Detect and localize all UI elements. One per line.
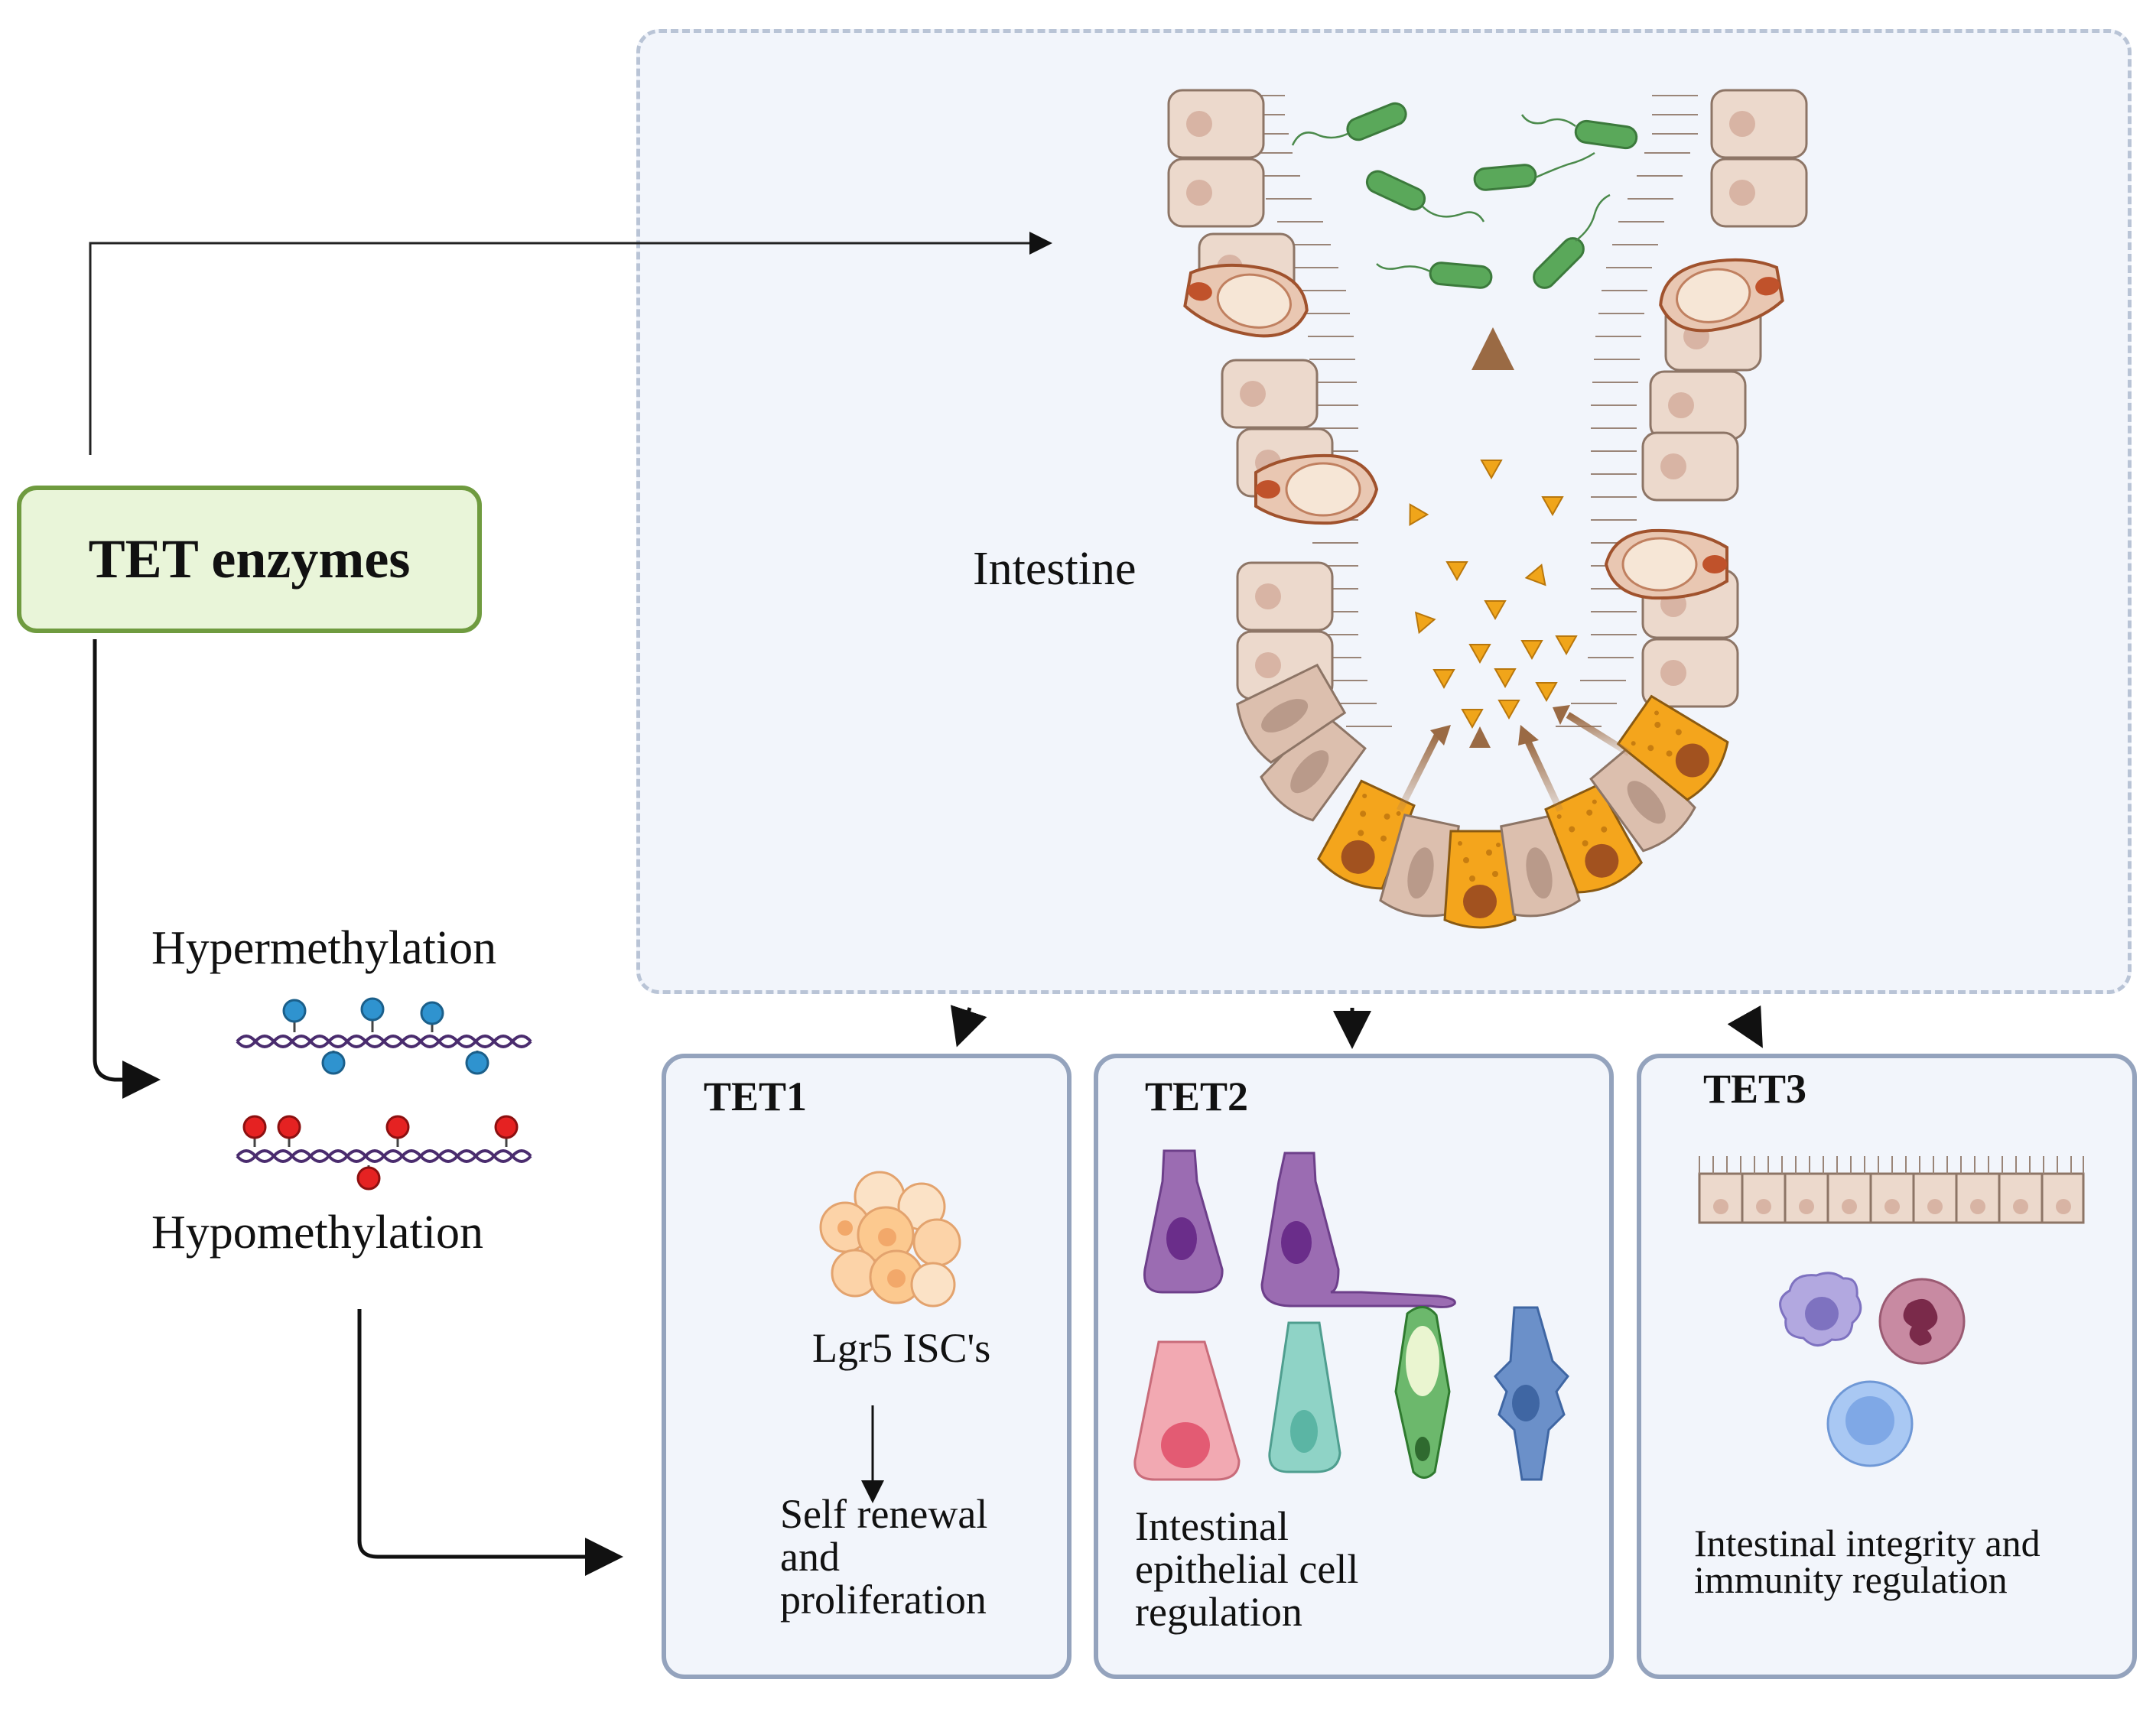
tet3-outcome-line: Intestinal integrity and: [1694, 1522, 2041, 1564]
hypomethylation-label: Hypomethylation: [151, 1207, 483, 1259]
tet-enzymes-box: TET enzymes: [17, 486, 482, 633]
arrow-to-tet-boxes: [357, 1309, 623, 1576]
tet2-outcome-line: Intestinal: [1135, 1503, 1289, 1549]
lgr5-cell-cluster: [819, 1171, 961, 1308]
tet2-title: TET2: [1145, 1074, 1249, 1119]
arrow-to-methylation: [93, 639, 161, 1099]
tet3-box: [1637, 1054, 2137, 1679]
arrow-to-intestine: [89, 232, 1052, 455]
metabolites: [1400, 460, 1577, 728]
secretion-arrows: [1396, 359, 1631, 826]
hypermethylation-label: Hypermethylation: [151, 922, 497, 974]
tet3-outcome-line: immunity regulation: [1694, 1558, 2008, 1601]
tet1-title: TET1: [704, 1074, 808, 1119]
arrow-to-tet1: [950, 1005, 987, 1048]
dna-hypomethylation: [236, 1149, 532, 1163]
tet2-outcome-line: epithelial cell: [1135, 1546, 1359, 1593]
intestinal-crypt: [1167, 89, 1808, 929]
bacteria: [1346, 102, 1638, 289]
arrow-to-tet3: [1727, 1005, 1763, 1048]
tet1-outcome-line: and: [780, 1534, 840, 1580]
tet1-box: [662, 1054, 1071, 1679]
tet2-outcome-line: regulation: [1135, 1589, 1302, 1636]
tet1-outcome: Self renewal and proliferation: [780, 1491, 988, 1623]
tet3-title: TET3: [1703, 1066, 1807, 1112]
tet1-outcome-line: proliferation: [780, 1577, 987, 1623]
dna-hypermethylation: [236, 1035, 532, 1048]
epithelial-cell-types: [1133, 1149, 1569, 1481]
tet3-outcome: Intestinal integrity and immunity regula…: [1694, 1522, 2041, 1601]
lgr5-label: Lgr5 ISC's: [812, 1325, 991, 1371]
intestine-label: Intestine: [973, 543, 1137, 595]
tet1-outcome-line: Self renewal: [780, 1491, 988, 1537]
tet2-outcome: Intestinal epithelial cell regulation: [1135, 1503, 1359, 1636]
tet-enzymes-label: TET enzymes: [88, 528, 411, 590]
epithelium-strip: [1698, 1156, 2085, 1224]
immune-cells: [1779, 1272, 1966, 1467]
